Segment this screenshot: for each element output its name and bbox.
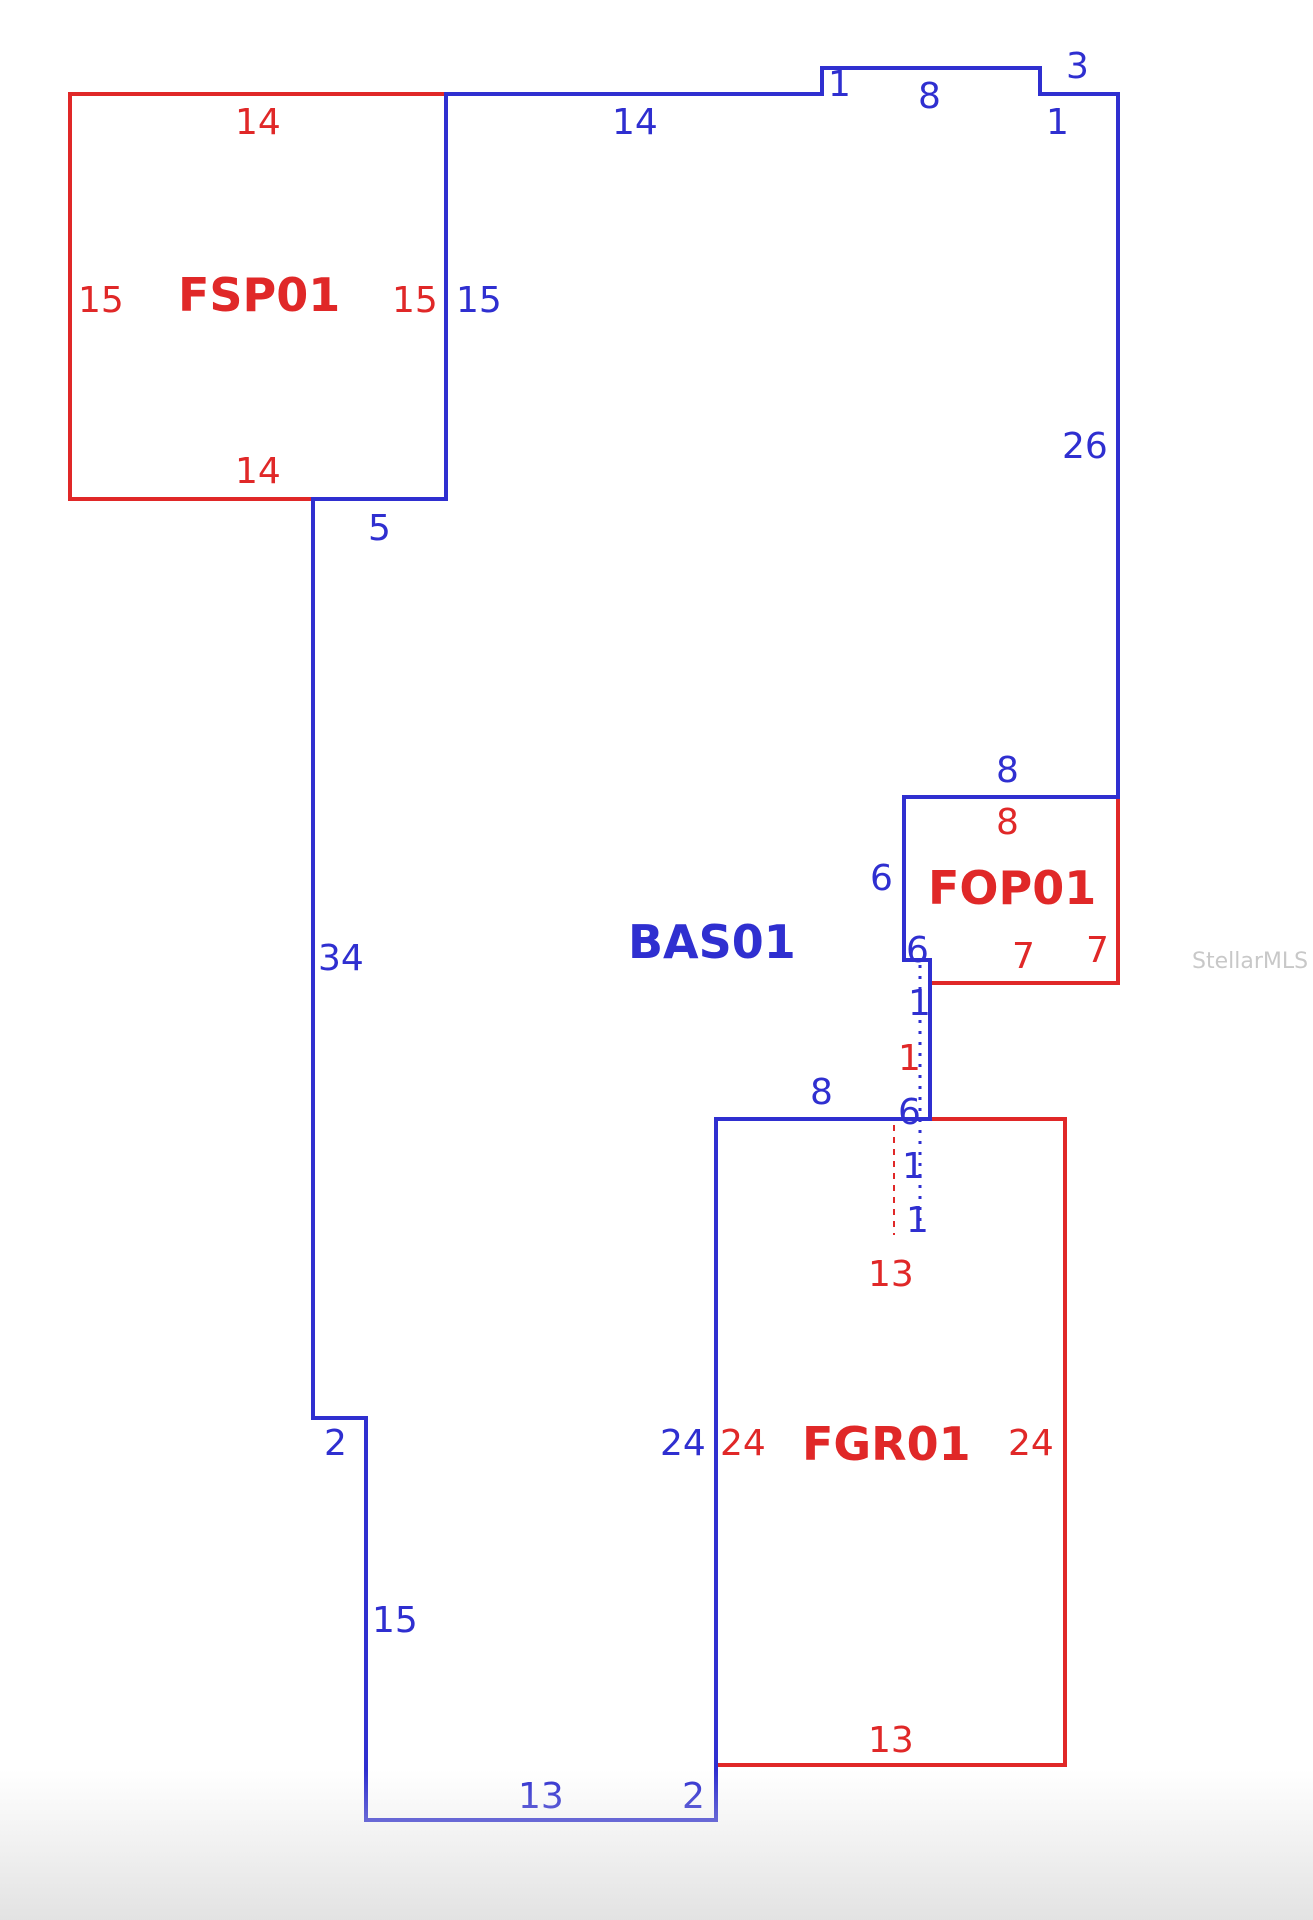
dim-fop-top: 8 xyxy=(996,802,1019,843)
dim-bas-notch-c: 1 xyxy=(902,1146,925,1187)
dim-bas-left-step: 2 xyxy=(324,1423,347,1464)
dim-bas-fsp-shared: 15 xyxy=(456,280,502,321)
bottom-fade xyxy=(0,1770,1313,1920)
dim-fgr-right: 24 xyxy=(1008,1423,1054,1464)
dim-bas-fgr-shared: 24 xyxy=(660,1423,706,1464)
dim-bas-fop-bottom: 6 xyxy=(906,930,929,971)
bas-outline xyxy=(311,66,1120,1822)
dim-bas-right-side: 26 xyxy=(1062,426,1108,467)
area-label-bas: BAS01 xyxy=(628,915,796,969)
area-label-fop: FOP01 xyxy=(928,861,1096,915)
dim-bas-fsp-bottom: 5 xyxy=(368,508,391,549)
dim-bas-bump-top: 8 xyxy=(918,76,941,117)
fgr-outline xyxy=(716,1117,1067,1767)
dim-fgr-bottom: 13 xyxy=(868,1720,914,1761)
dim-bas-bump-right: 3 xyxy=(1066,46,1089,87)
dim-bas-notch-d: 1 xyxy=(906,1200,929,1241)
dim-fsp-right: 15 xyxy=(392,280,438,321)
dim-bas-left-side: 34 xyxy=(318,938,364,979)
dim-bas-fgr-corner: 6 xyxy=(898,1092,921,1133)
dim-bas-notch-b: 1 xyxy=(898,1038,921,1079)
dim-bas-lower-left: 15 xyxy=(372,1600,418,1641)
dim-bas-fgr-top: 8 xyxy=(810,1072,833,1113)
watermark-text: StellarMLS xyxy=(1192,949,1308,974)
dim-fsp-top: 14 xyxy=(235,102,281,143)
dim-bas-top-left: 14 xyxy=(612,102,658,143)
area-label-fgr: FGR01 xyxy=(802,1417,971,1471)
dim-fgr-left: 24 xyxy=(720,1423,766,1464)
dim-fop-right: 7 xyxy=(1086,930,1109,971)
dim-bas-notch-a: 1 xyxy=(908,983,931,1024)
dim-bas-step-a: 1 xyxy=(828,64,851,105)
area-label-fsp: FSP01 xyxy=(178,268,340,322)
dim-fgr-top: 13 xyxy=(868,1254,914,1295)
dim-bas-fop-top: 8 xyxy=(996,750,1019,791)
dim-fop-bottom: 7 xyxy=(1012,936,1035,977)
dim-fsp-bottom: 14 xyxy=(235,451,281,492)
fop-outline xyxy=(930,797,1120,985)
dim-bas-step-b: 1 xyxy=(1046,102,1069,143)
dim-fsp-left: 15 xyxy=(78,280,124,321)
dim-bas-fop-left: 6 xyxy=(870,858,893,899)
